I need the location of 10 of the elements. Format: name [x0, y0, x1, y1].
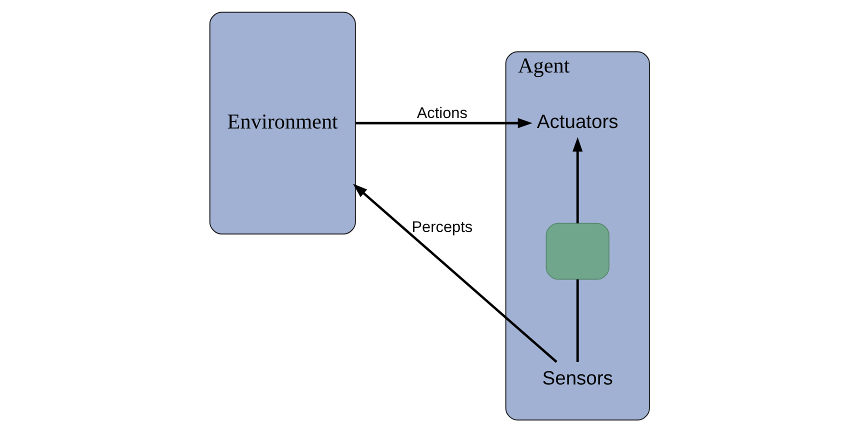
edge-label: Percepts — [411, 218, 472, 236]
arrow — [352, 184, 557, 363]
edge-label: Actions — [416, 105, 467, 122]
arrow — [355, 118, 532, 128]
node-text: Actuators — [536, 112, 618, 133]
connector — [576, 279, 578, 362]
node-box — [545, 222, 609, 280]
node-box: Environment — [208, 12, 356, 234]
node-text: Sensors — [542, 368, 612, 390]
arrow — [572, 137, 582, 224]
